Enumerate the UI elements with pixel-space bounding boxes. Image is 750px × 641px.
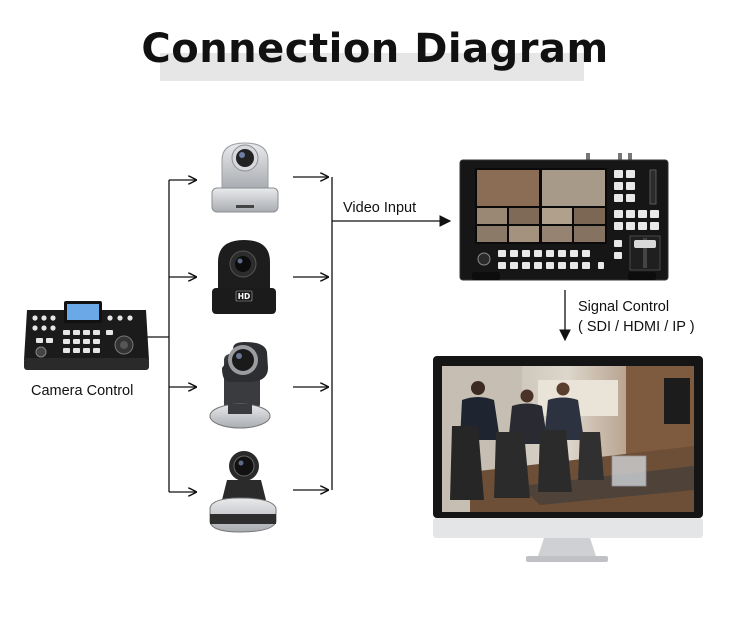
camera-control-label: Camera Control	[31, 383, 134, 399]
diagram-title: Connection Diagram	[141, 26, 609, 72]
control-lines	[146, 180, 196, 492]
monitor	[433, 356, 703, 562]
video-input-label: Video Input	[343, 200, 417, 216]
camera-ptz-grey	[209, 342, 271, 429]
signal-formats-label: ( SDI / HDMI / IP )	[578, 319, 695, 335]
camera-ptz-white	[211, 142, 279, 213]
video-switcher	[459, 153, 669, 281]
camera-ptz-black: HD	[212, 240, 276, 314]
video-lines	[293, 177, 571, 490]
signal-control-label: Signal Control	[578, 299, 670, 315]
camera-controller	[24, 301, 149, 370]
camera-ptz-compact	[209, 451, 277, 533]
title-highlight-band	[160, 53, 584, 81]
camera-hd-badge: HD	[238, 292, 251, 301]
